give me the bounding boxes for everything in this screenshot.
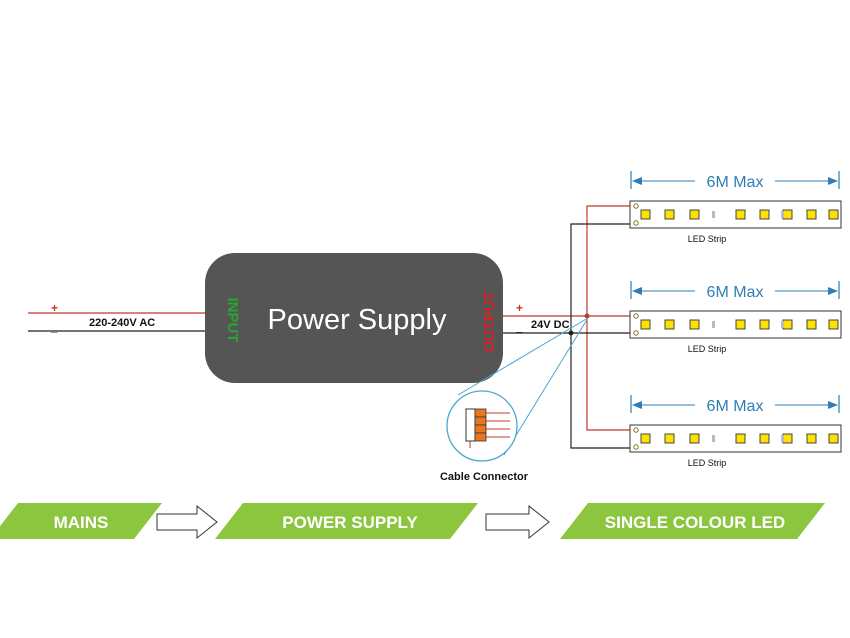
led-chip (664, 433, 675, 444)
led-chip (759, 319, 770, 330)
hollow-arrow-right-icon (156, 504, 218, 540)
input-port-label: INPUT (224, 298, 241, 343)
arrowhead-right-icon (828, 401, 838, 409)
negative-bus (570, 223, 630, 449)
cable-connector-caption: Cable Connector (440, 471, 529, 483)
resistor (712, 321, 715, 328)
led-strip-caption: LED Strip (688, 458, 727, 468)
positive-junction-dot (584, 313, 590, 319)
led-chip (759, 433, 770, 444)
arrowhead-right-icon (828, 177, 838, 185)
led-chip (664, 319, 675, 330)
led-chip (689, 319, 700, 330)
led-strip-caption: LED Strip (688, 234, 727, 244)
dc-plus-sign: + (516, 301, 523, 315)
led-chip (806, 319, 817, 330)
resistor (781, 321, 784, 328)
led-chip (828, 319, 839, 330)
led-chip (806, 433, 817, 444)
cable-connector-icon (465, 408, 510, 448)
mains-stage (0, 503, 162, 539)
arrowhead-left-icon (632, 287, 642, 295)
led-chip (640, 209, 651, 220)
solder-pad-negative (633, 220, 639, 226)
single-colour-led-stage (560, 503, 825, 539)
led-chip (782, 209, 793, 220)
led-chip (782, 433, 793, 444)
callout-line-upper (457, 317, 589, 396)
strip-length-label: 6M Max (707, 174, 764, 191)
resistor (781, 435, 784, 442)
arrowhead-left-icon (632, 177, 642, 185)
resistor (781, 211, 784, 218)
power-supply-stage-label: POWER SUPPLY (282, 513, 418, 532)
resistor (712, 211, 715, 218)
led-chip (759, 209, 770, 220)
led-chip (735, 319, 746, 330)
mains-minus-sign: _ (50, 320, 58, 334)
power-supply: Power Supply INPUT OUTPUT (205, 253, 503, 383)
solder-pad-positive (633, 427, 639, 433)
negative-junction-dot (568, 330, 574, 336)
hollow-arrow-right-icon (485, 504, 550, 540)
led-chip (640, 433, 651, 444)
arrowhead-left-icon (632, 401, 642, 409)
solder-pad-negative (633, 330, 639, 336)
solder-pad-positive (633, 203, 639, 209)
positive-bus (586, 205, 612, 431)
led-strip-caption: LED Strip (688, 344, 727, 354)
strip-length-label: 6M Max (707, 398, 764, 415)
solder-pad-negative (633, 444, 639, 450)
flow-banner: MAINS POWER SUPPLY SINGLE COLOUR LED (0, 503, 825, 540)
resistor (712, 435, 715, 442)
callout-line-lower (503, 317, 589, 456)
led-chip (689, 433, 700, 444)
output-port-label: OUTPUT (481, 291, 498, 353)
led-chip (828, 209, 839, 220)
mains-stage-label: MAINS (54, 513, 109, 532)
power-supply-label: Power Supply (268, 304, 447, 336)
arrowhead-right-icon (828, 287, 838, 295)
led-chip (806, 209, 817, 220)
led-chip (664, 209, 675, 220)
mains-plus-sign: + (51, 301, 58, 315)
power-supply-body (205, 253, 503, 383)
led-chip (640, 319, 651, 330)
strip-length-label: 6M Max (707, 284, 764, 301)
dc-voltage-label: 24V DC (531, 319, 570, 331)
solder-pad-positive (633, 313, 639, 319)
power-supply-stage (215, 503, 478, 539)
cable-connector-callout: Cable Connector (440, 317, 589, 483)
dc-output-wires: + _ 24V DC (503, 205, 632, 449)
mains-wires: + _ 220-240V AC (28, 301, 206, 334)
led-chip (735, 433, 746, 444)
led-chip (689, 209, 700, 220)
mains-voltage-label: 220-240V AC (89, 317, 155, 329)
single-colour-led-stage-label: SINGLE COLOUR LED (605, 513, 785, 532)
led-chip (828, 433, 839, 444)
led-chip (735, 209, 746, 220)
dc-minus-sign: _ (515, 320, 523, 334)
led-chip (782, 319, 793, 330)
